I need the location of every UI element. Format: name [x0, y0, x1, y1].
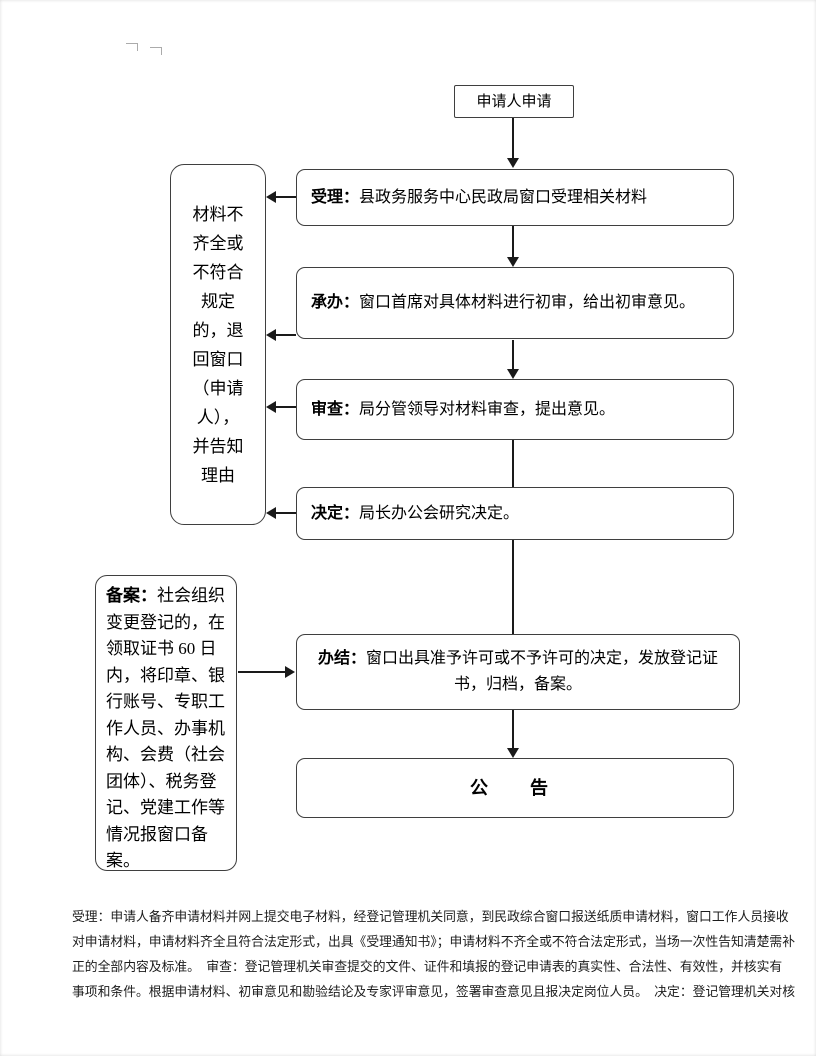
arrow-shaft	[275, 196, 296, 198]
arrow-head-icon	[266, 507, 276, 519]
step-accept-box: 受理：县政务服务中心民政局窗口受理相关材料	[296, 169, 734, 226]
step-review-text: 审查：局分管领导对材料审查，提出意见。	[311, 397, 615, 423]
arrow-shaft	[512, 226, 514, 258]
arrow-head-icon	[266, 191, 276, 203]
arrow-head-icon	[266, 329, 276, 341]
arrow-head-icon	[266, 401, 276, 413]
step-complete-text: 办结：窗口出具准予许可或不予许可的决定，发放登记证书，归档，备案。	[307, 646, 729, 698]
arrow-head-icon	[507, 748, 519, 758]
step-accept-title: 受理：	[311, 188, 360, 206]
step-decide-title: 决定：	[311, 504, 360, 522]
step-complete-body: 窗口出具准予许可或不予许可的决定，发放登记证书，归档，备案。	[366, 650, 719, 693]
down-arrow-handle-to-review-icon	[507, 340, 519, 379]
step-accept-body: 县政务服务中心民政局窗口受理相关材料	[359, 188, 648, 206]
arrow-shaft	[512, 710, 514, 749]
arrow-head-icon	[507, 369, 519, 379]
left-arrow-accept-to-return-icon	[266, 191, 296, 203]
right-arrow-filing-to-complete-icon	[238, 666, 295, 678]
step-accept-text: 受理：县政务服务中心民政局窗口受理相关材料	[311, 185, 647, 211]
step-handle-title: 承办：	[311, 294, 360, 311]
connector-line-decide-to-complete	[512, 540, 514, 635]
announcement-box: 公 告	[296, 758, 734, 818]
arrow-shaft	[275, 334, 296, 336]
arrow-shaft	[275, 512, 296, 514]
filing-note-title: 备案：	[106, 586, 157, 605]
return-note-box: 材料不齐全或不符合规定的，退回窗口（申请人），并告知理由	[170, 164, 266, 525]
step-handle-text: 承办：窗口首席对具体材料进行初审，给出初审意见。	[311, 290, 695, 316]
note-line: 正的全部内容及标准。 审查：登记管理机关审查提交的文件、证件和填报的登记申请表的…	[72, 960, 783, 974]
flow-start-label: 申请人申请	[476, 93, 552, 110]
arrow-head-icon	[507, 257, 519, 267]
left-arrow-review-to-return-icon	[266, 401, 296, 413]
step-handle-body: 窗口首席对具体材料进行初审，给出初审意见。	[359, 294, 696, 311]
step-review-title: 审查：	[311, 400, 360, 418]
step-complete-title: 办结：	[317, 650, 366, 667]
return-note-text: 材料不齐全或不符合规定的，退回窗口（申请人），并告知理由	[192, 204, 244, 485]
left-arrow-decide-to-return-icon	[266, 507, 296, 519]
step-review-body: 局分管领导对材料审查，提出意见。	[359, 400, 616, 418]
filing-note-box: 备案：社会组织变更登记的，在领取证书 60 日内，将印章、银行账号、专职工作人员…	[95, 575, 237, 871]
step-decide-box: 决定：局长办公会研究决定。	[296, 487, 734, 540]
announcement-label: 公 告	[470, 778, 560, 798]
explanatory-notes: 受理：申请人备齐申请材料并网上提交电子材料，经登记管理机关同意，到民政综合窗口报…	[72, 905, 816, 1005]
arrow-shaft	[238, 671, 286, 673]
step-decide-body: 局长办公会研究决定。	[359, 504, 520, 522]
filing-note-text: 备案：社会组织变更登记的，在领取证书 60 日内，将印章、银行账号、专职工作人员…	[106, 583, 226, 875]
step-decide-text: 决定：局长办公会研究决定。	[311, 501, 519, 527]
down-arrow-complete-to-announcement-icon	[507, 710, 519, 758]
left-arrow-handle-to-return-icon	[266, 329, 296, 341]
note-line: 受理：申请人备齐申请材料并网上提交电子材料，经登记管理机关同意，到民政综合窗口报…	[72, 910, 789, 924]
arrow-head-icon	[507, 158, 519, 168]
down-arrow-accept-to-handle-icon	[507, 226, 519, 267]
note-line: 事项和条件。根据申请材料、初审意见和勘验结论及专家评审意见，签署审查意见且报决定…	[72, 985, 796, 999]
flow-start-box: 申请人申请	[454, 85, 574, 118]
note-line: 对申请材料，申请材料齐全且符合法定形式，出具《受理通知书》；申请材料不齐全或不符…	[72, 935, 796, 949]
arrow-shaft	[275, 406, 296, 408]
arrow-shaft	[512, 340, 514, 370]
filing-note-body: 社会组织变更登记的，在领取证书 60 日内，将印章、银行账号、专职工作人员、办事…	[106, 586, 225, 870]
connector-line-review-to-decide	[512, 440, 514, 487]
step-review-box: 审查：局分管领导对材料审查，提出意见。	[296, 379, 734, 440]
step-handle-box: 承办：窗口首席对具体材料进行初审，给出初审意见。	[296, 267, 734, 339]
artifact-corner-mark	[126, 43, 138, 51]
page-artifact-mark	[126, 42, 171, 56]
arrow-head-icon	[285, 666, 295, 678]
artifact-corner-mark	[150, 47, 162, 55]
arrow-shaft	[512, 118, 514, 159]
down-arrow-start-to-accept-icon	[507, 118, 519, 168]
step-complete-box: 办结：窗口出具准予许可或不予许可的决定，发放登记证书，归档，备案。	[296, 634, 740, 710]
